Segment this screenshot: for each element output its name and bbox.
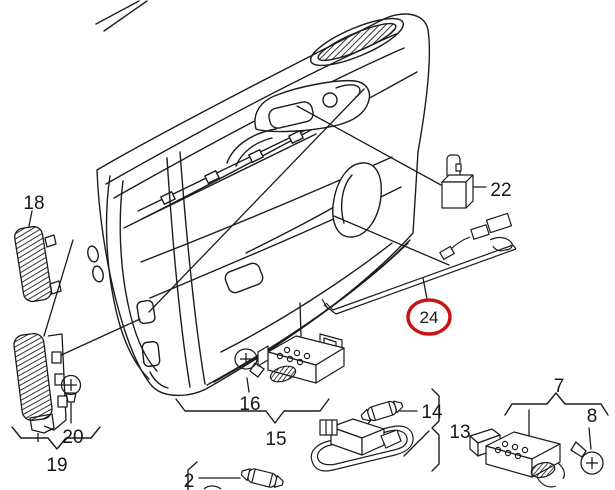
frame-tip (95, 0, 148, 32)
part-13-lamp-housing (310, 418, 414, 472)
part-18-grille (14, 225, 62, 303)
grille-mount-hole-upper (136, 299, 156, 325)
door-panel-illustration (87, 0, 431, 397)
brace-19 (11, 426, 101, 450)
part-8-label[interactable]: 8 (587, 406, 598, 427)
part-14-festoon-bulb (360, 400, 404, 422)
part-labels: 18 19 20 16 15 14 13 2 22 7 8 (23, 180, 597, 490)
part-20-label[interactable]: 20 (62, 427, 83, 448)
part-20-bulb (60, 374, 82, 403)
highlight-circle (406, 298, 452, 336)
part-15-lamp-module (257, 333, 345, 384)
highlighted-part-callout-24[interactable]: 24 (406, 298, 452, 336)
part-2-label[interactable]: 2 (184, 471, 195, 490)
part-15-label[interactable]: 15 (265, 429, 286, 450)
handle-recess (332, 162, 382, 238)
part-19-grille-holder (13, 332, 68, 442)
bracket-13 (431, 388, 440, 472)
grille-mount-hole-lower (141, 341, 161, 367)
part-18-label[interactable]: 18 (23, 193, 44, 214)
leader-lines (28, 88, 592, 479)
part-14-label[interactable]: 14 (421, 402, 443, 423)
part-16-bulb (234, 348, 265, 378)
part-13-label[interactable]: 13 (449, 422, 470, 443)
part-16-label[interactable]: 16 (239, 394, 260, 415)
door-handle-switches (254, 79, 371, 133)
speaker-grille (309, 17, 405, 67)
part-22-label[interactable]: 22 (490, 180, 511, 201)
bracket-2 (187, 461, 198, 490)
part-8-bulb (570, 440, 604, 475)
part-24-trim-strip (321, 212, 517, 315)
part-7-label[interactable]: 7 (554, 376, 565, 397)
part-2-festoon-bulb (203, 468, 284, 490)
brace-7 (504, 392, 609, 416)
part-19-label[interactable]: 19 (46, 455, 67, 476)
part-7-lamp-module (469, 428, 565, 488)
group-braces (11, 388, 609, 490)
brace-15 (175, 398, 330, 424)
part-22-bulb-socket (441, 154, 474, 209)
part-24-label[interactable]: 24 (420, 308, 439, 327)
